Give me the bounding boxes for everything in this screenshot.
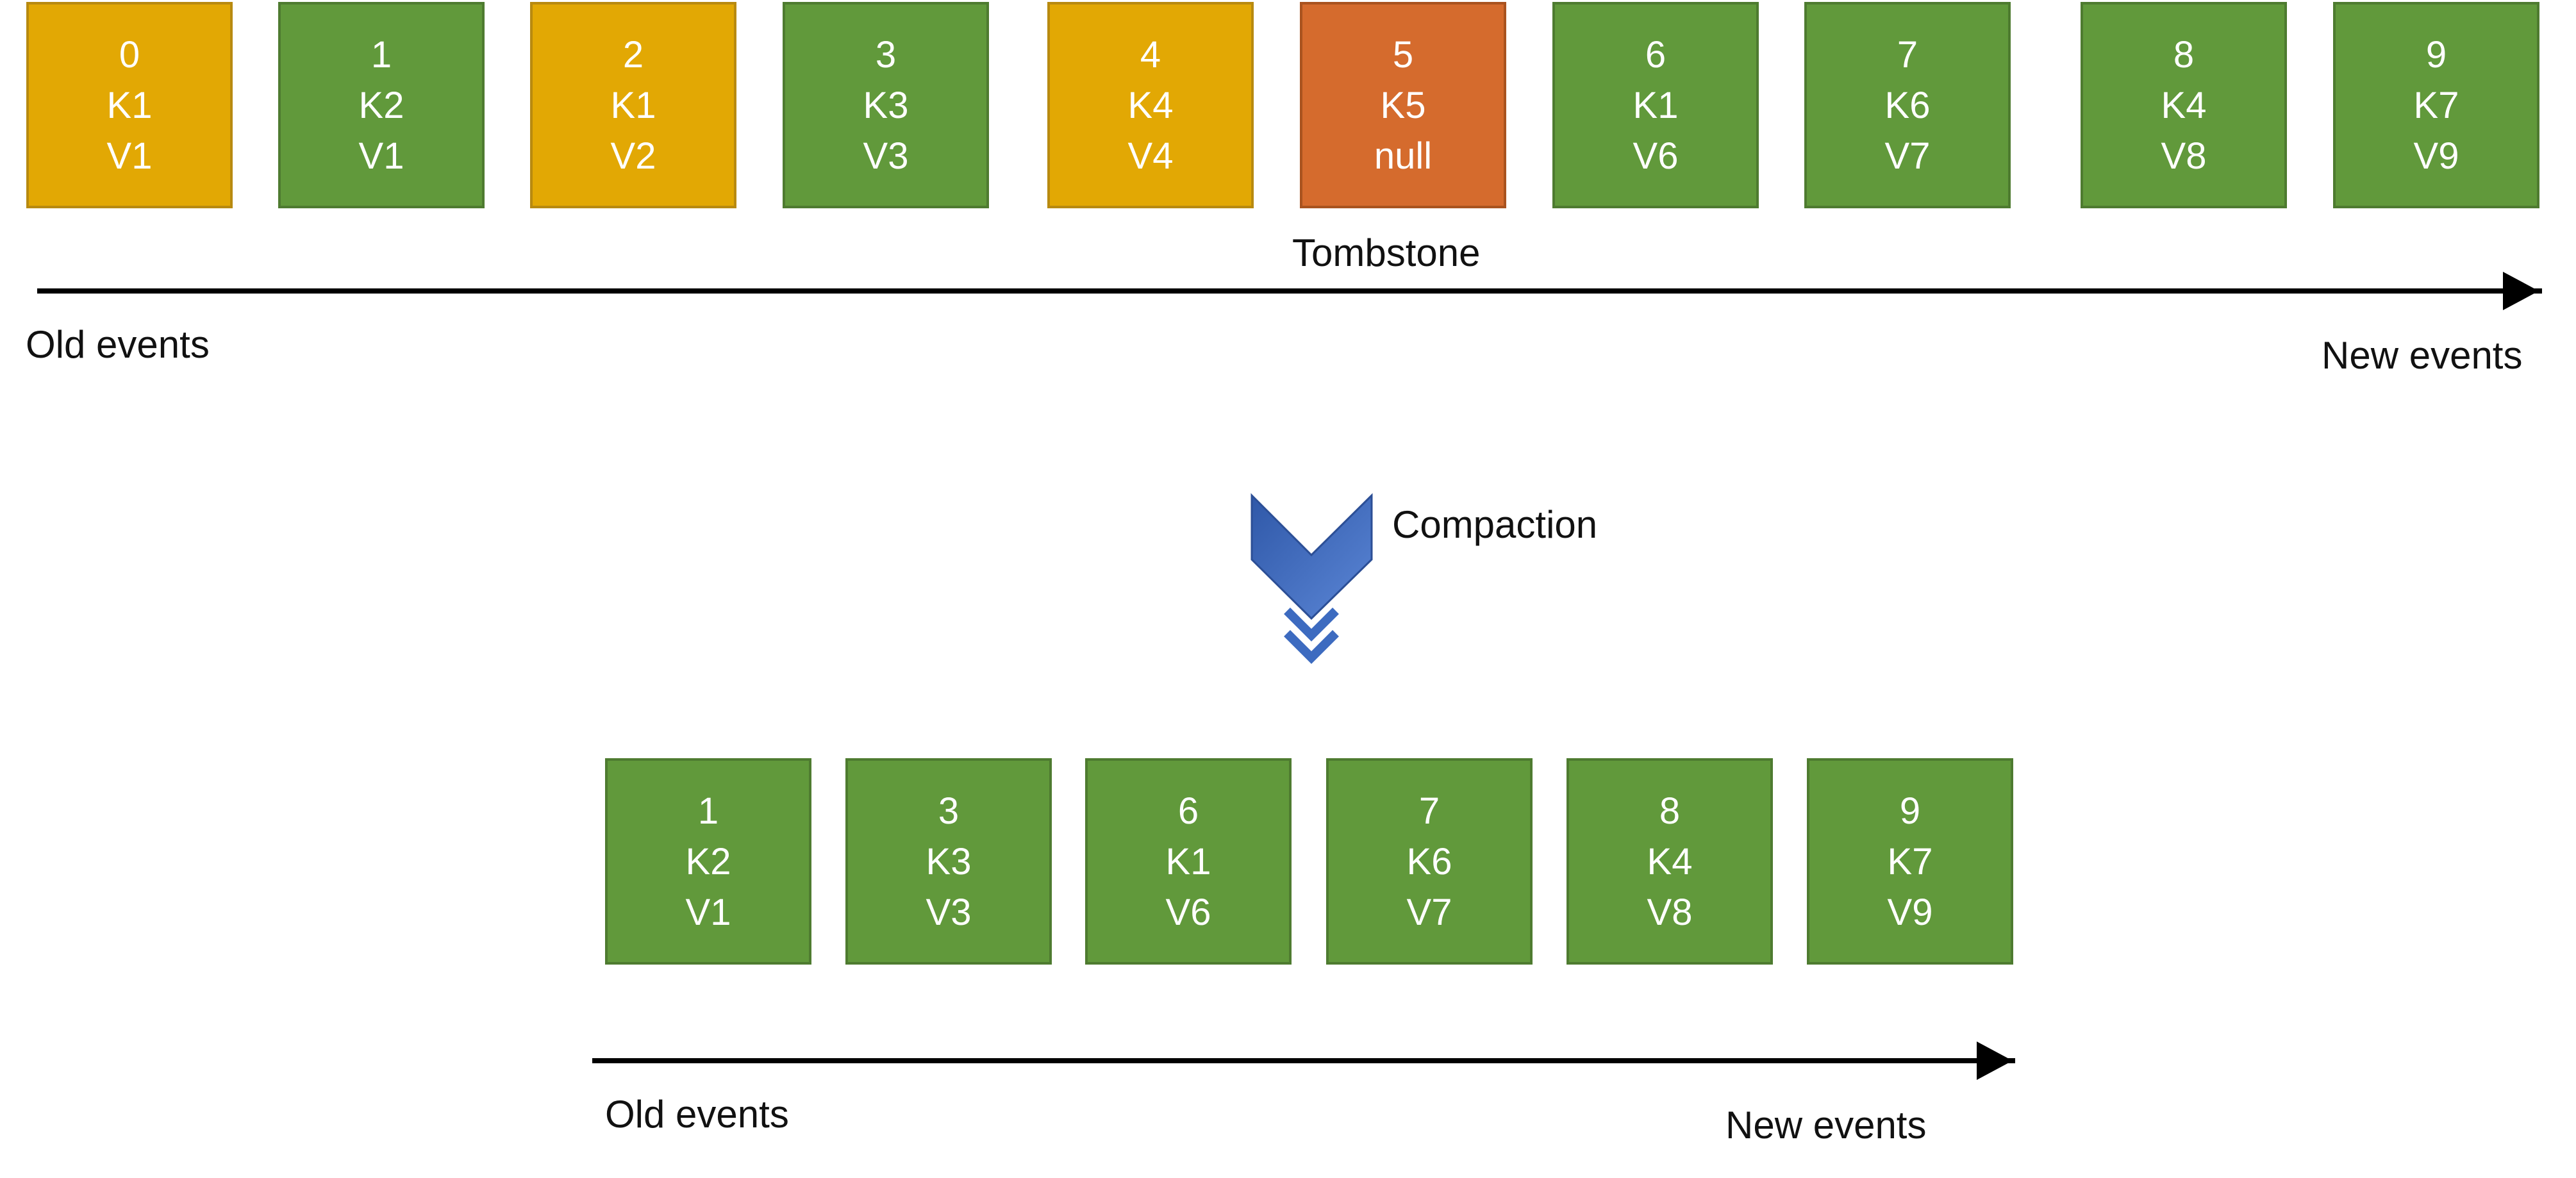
tombstone-event-box: 5 K5 null	[1300, 2, 1506, 208]
event-offset: 6	[1645, 33, 1666, 76]
old-events-label: Old events	[26, 323, 210, 366]
event-offset: 8	[1659, 790, 1681, 832]
event-offset: 0	[119, 33, 140, 76]
compaction-chevron-small-1	[1284, 608, 1339, 642]
chevron-down-icon	[1251, 493, 1373, 664]
timeline-arrow-line	[592, 1058, 2015, 1063]
new-events-label: New events	[2322, 334, 2523, 377]
event-value: V1	[358, 135, 404, 177]
event-box: 8 K4 V8	[2081, 2, 2287, 208]
event-key: K4	[2161, 84, 2207, 126]
event-offset: 1	[697, 790, 719, 832]
event-key: K7	[1887, 840, 1933, 883]
event-offset: 2	[622, 33, 644, 76]
compaction-label: Compaction	[1392, 503, 1598, 546]
event-box: 2 K1 V2	[530, 2, 736, 208]
event-box: 9 K7 V9	[2333, 2, 2539, 208]
event-box: 1 K2 V1	[605, 758, 811, 965]
event-value: V3	[863, 135, 909, 177]
event-key: K3	[863, 84, 909, 126]
event-offset: 9	[1899, 790, 1921, 832]
event-value: V9	[1887, 891, 1933, 933]
event-key: K6	[1406, 840, 1452, 883]
event-value: V8	[2161, 135, 2207, 177]
event-key: K1	[1165, 840, 1211, 883]
event-box: 6 K1 V6	[1085, 758, 1292, 965]
event-box: 9 K7 V9	[1807, 758, 2013, 965]
event-offset: 4	[1140, 33, 1161, 76]
event-offset: 8	[2173, 33, 2195, 76]
event-key: K3	[926, 840, 972, 883]
event-value: V6	[1165, 891, 1211, 933]
event-offset: 6	[1177, 790, 1199, 832]
event-box: 8 K4 V8	[1566, 758, 1773, 965]
event-box: 7 K6 V7	[1804, 2, 2011, 208]
event-key: K1	[106, 84, 153, 126]
event-value: V2	[610, 135, 656, 177]
event-key: K7	[2413, 84, 2459, 126]
event-key: K4	[1647, 840, 1693, 883]
event-offset: 3	[938, 790, 960, 832]
event-value: V4	[1127, 135, 1174, 177]
timeline-arrow-head	[1977, 1041, 2013, 1080]
event-value: V3	[926, 891, 972, 933]
event-box: 6 K1 V6	[1552, 2, 1759, 208]
timeline-arrow-line	[37, 288, 2542, 294]
event-value: V6	[1633, 135, 1679, 177]
event-key: K2	[685, 840, 731, 883]
event-key: K1	[610, 84, 656, 126]
event-box: 3 K3 V3	[845, 758, 1052, 965]
compaction-chevron-small-2	[1284, 630, 1339, 664]
event-box: 3 K3 V3	[783, 2, 989, 208]
event-value: V9	[2413, 135, 2459, 177]
compaction-chevron-large	[1251, 493, 1373, 620]
event-key: K4	[1127, 84, 1174, 126]
event-offset: 5	[1392, 33, 1414, 76]
old-events-label: Old events	[605, 1093, 789, 1136]
event-value: V8	[1647, 891, 1693, 933]
timeline-arrow-head	[2503, 272, 2539, 310]
event-key: K2	[358, 84, 404, 126]
event-value: V7	[1406, 891, 1452, 933]
event-offset: 9	[2425, 33, 2447, 76]
event-box: 7 K6 V7	[1326, 758, 1533, 965]
event-box: 0 K1 V1	[26, 2, 233, 208]
event-box: 4 K4 V4	[1047, 2, 1254, 208]
event-value: V1	[106, 135, 153, 177]
event-offset: 3	[875, 33, 897, 76]
event-box: 1 K2 V1	[278, 2, 485, 208]
event-offset: 7	[1418, 790, 1440, 832]
event-value: V7	[1884, 135, 1931, 177]
new-events-label: New events	[1725, 1104, 1927, 1147]
event-key: K5	[1380, 84, 1426, 126]
event-key: K6	[1884, 84, 1931, 126]
event-value: null	[1374, 135, 1433, 177]
event-key: K1	[1633, 84, 1679, 126]
event-offset: 1	[370, 33, 392, 76]
tombstone-label: Tombstone	[1292, 231, 1481, 274]
event-offset: 7	[1897, 33, 1918, 76]
event-value: V1	[685, 891, 731, 933]
